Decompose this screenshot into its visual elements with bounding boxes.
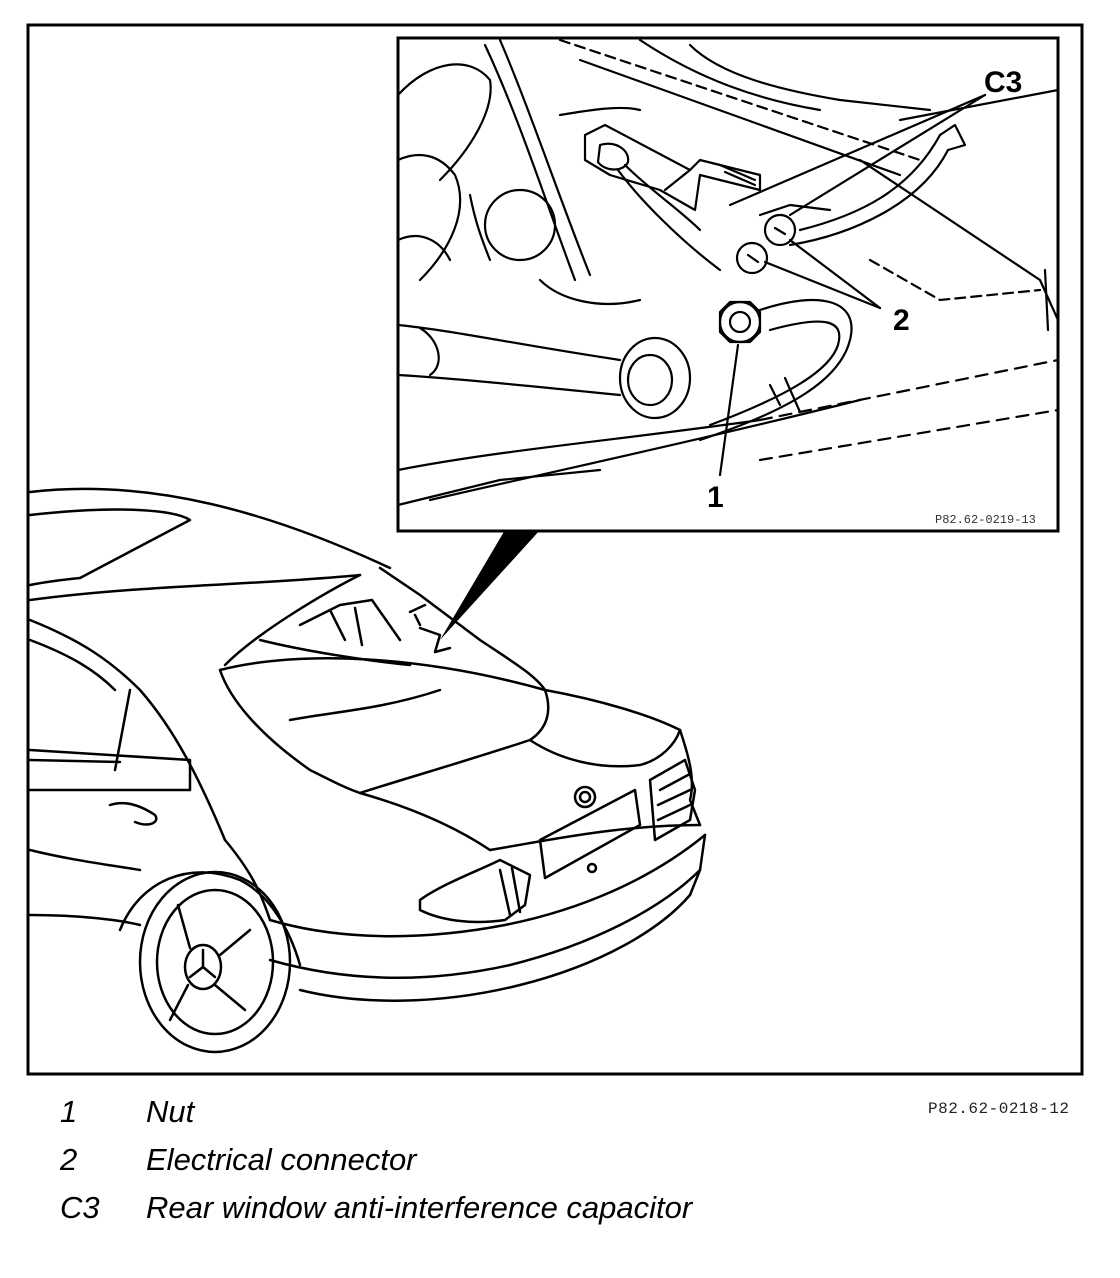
inset-pointer <box>440 530 540 640</box>
car-illustration <box>28 487 707 1054</box>
inset-code: P82.62-0219-13 <box>935 513 1036 527</box>
callout-c3: C3 <box>984 66 1022 99</box>
callout-2: 2 <box>893 304 910 337</box>
figure-illustration: C3 2 1 P82.62-0219-13 <box>26 23 1084 1076</box>
figure-frame <box>26 23 1084 1076</box>
legend-item-2: 2 Electrical connector <box>60 1136 692 1184</box>
figure-code: P82.62-0218-12 <box>928 1100 1070 1118</box>
legend-description: Electrical connector <box>146 1142 417 1177</box>
callout-1: 1 <box>707 481 724 514</box>
legend-item-1: 1 Nut <box>60 1088 692 1136</box>
legend-key: C3 <box>60 1190 100 1225</box>
legend-description: Nut <box>146 1094 195 1129</box>
legend-description: Rear window anti-interference capacitor <box>146 1190 693 1225</box>
legend-item-c3: C3 Rear window anti-interference capacit… <box>60 1184 692 1232</box>
legend-key: 1 <box>60 1094 78 1129</box>
inset-detail: C3 2 1 P82.62-0219-13 <box>396 36 1060 533</box>
legend: 1 Nut 2 Electrical connector C3 Rear win… <box>60 1088 692 1232</box>
legend-key: 2 <box>60 1142 78 1177</box>
